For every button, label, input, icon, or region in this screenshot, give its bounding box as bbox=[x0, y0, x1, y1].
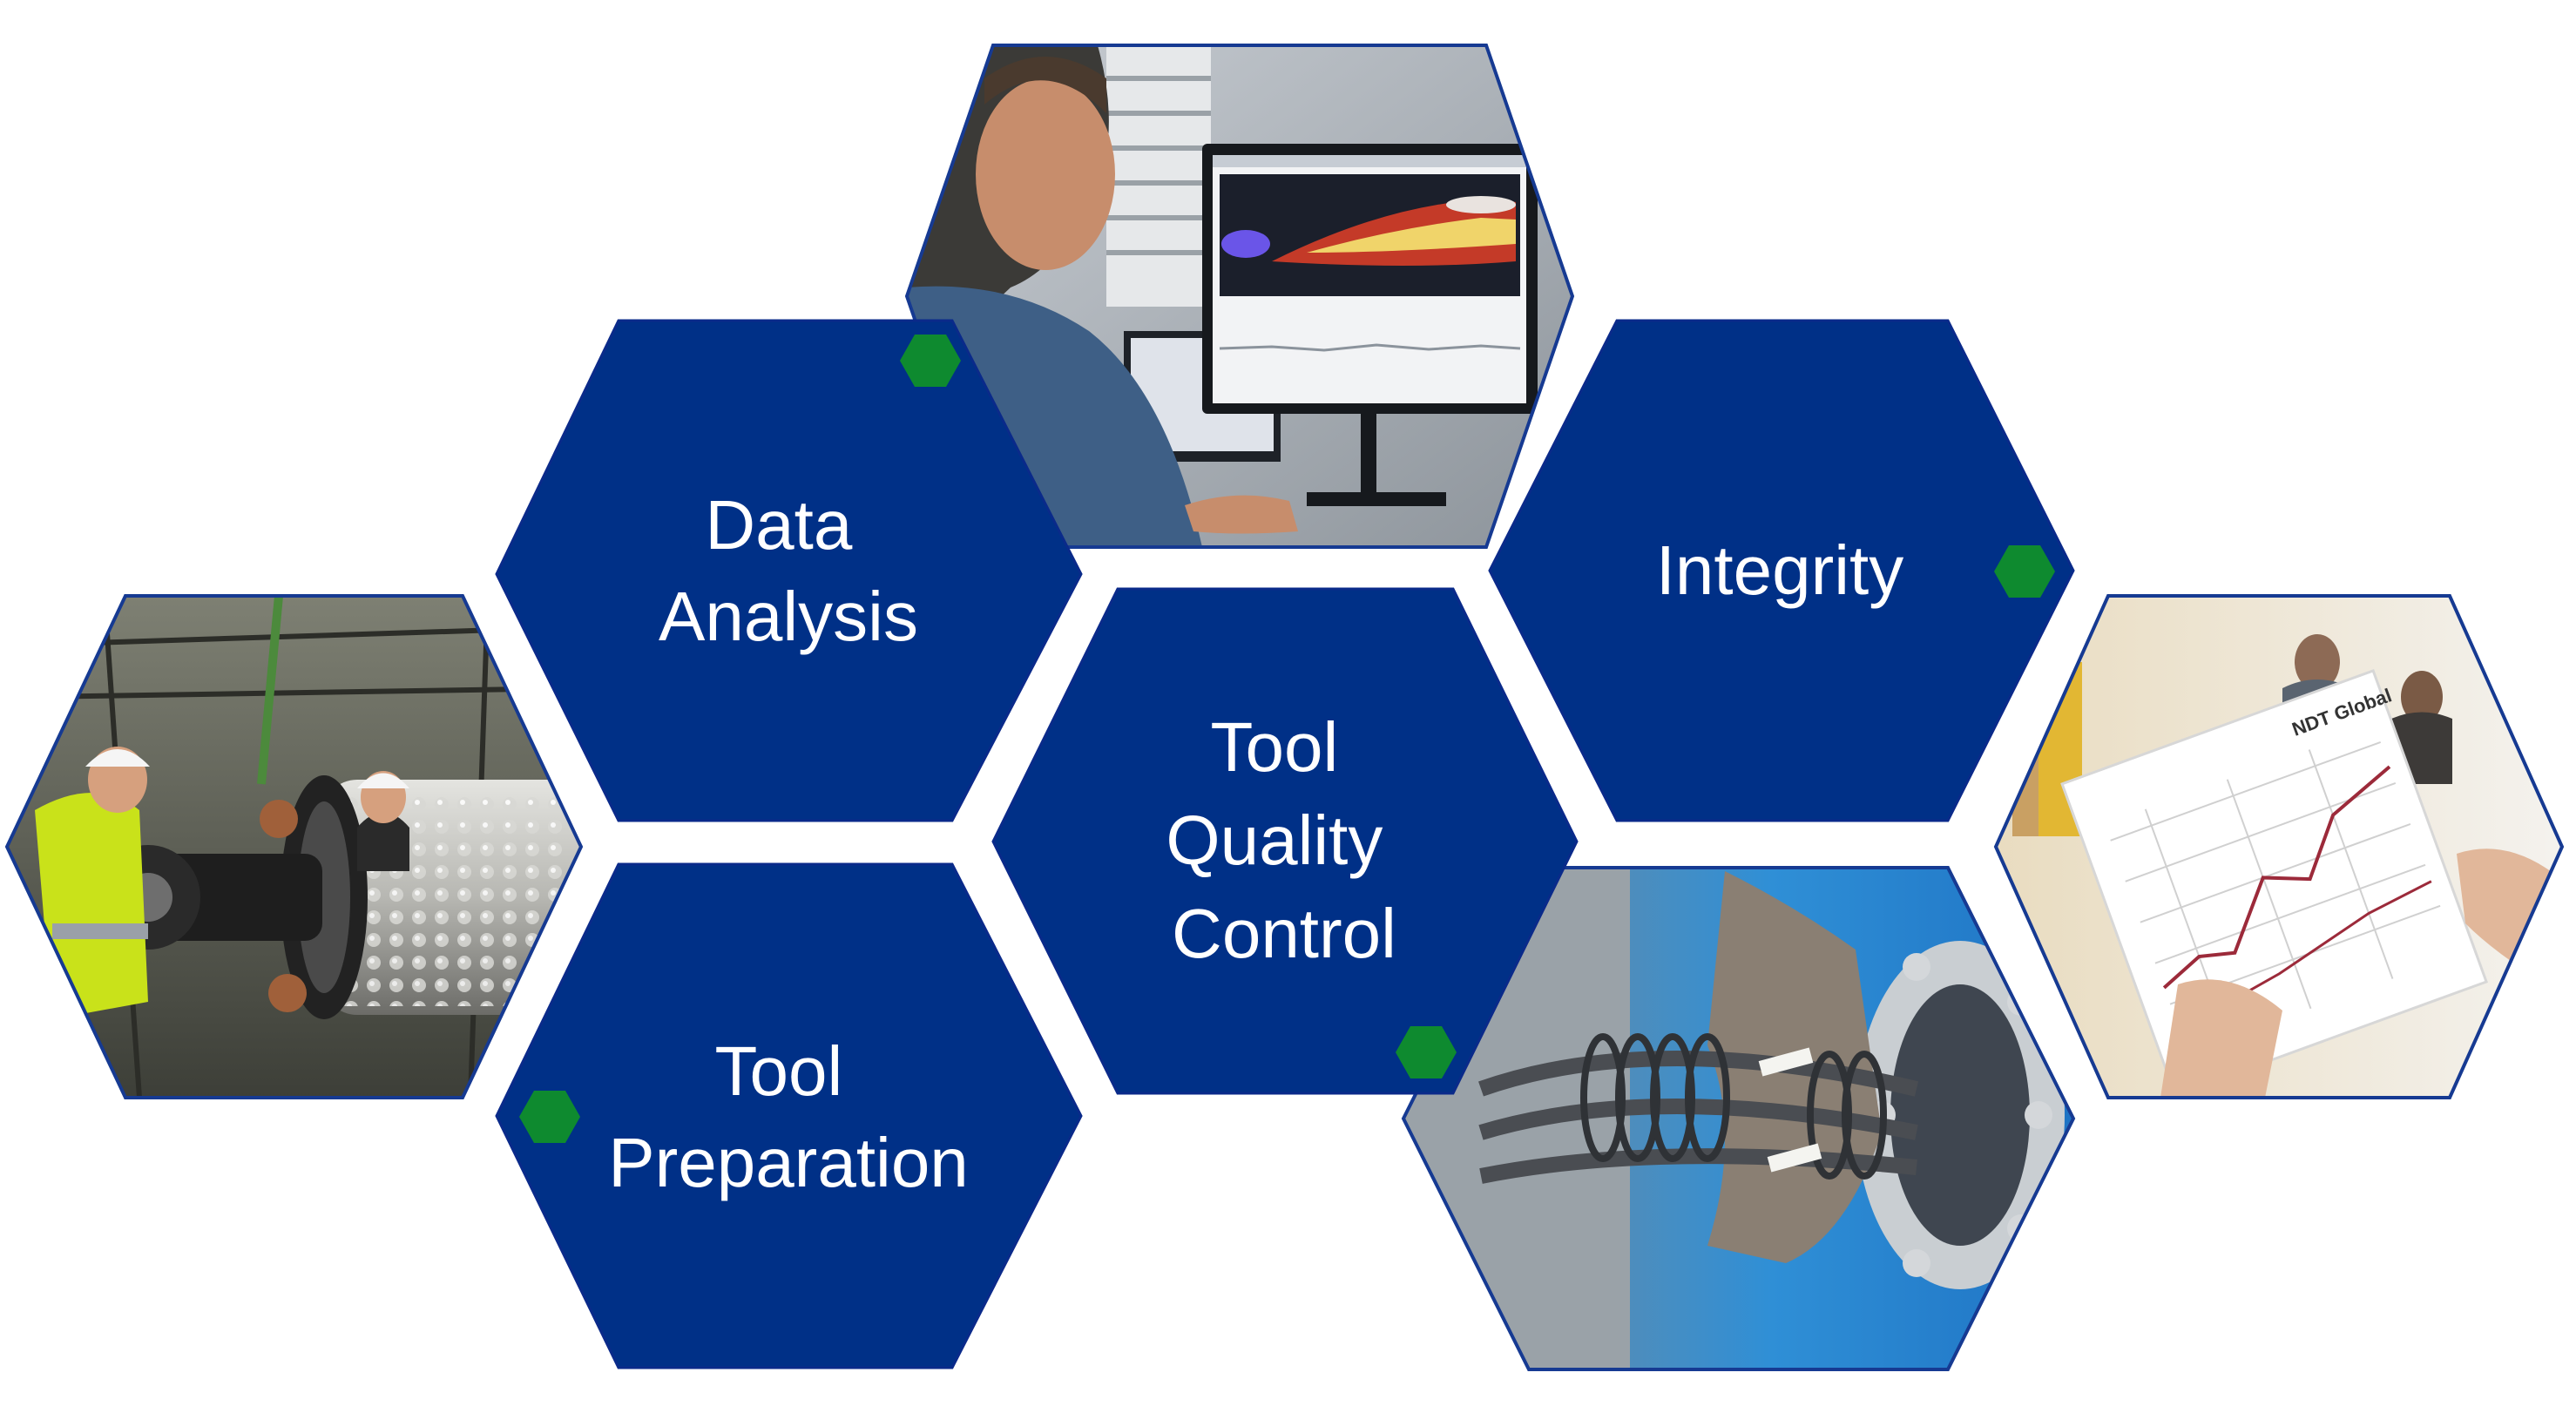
integrity-hex: Integrity bbox=[1488, 319, 2075, 822]
integrity-line-1: Integrity bbox=[1656, 531, 1904, 609]
data-analysis-label: Data Analysis bbox=[659, 486, 918, 655]
integrity-label: Integrity bbox=[1656, 531, 1904, 609]
report-review-photo: NDT Global bbox=[1993, 594, 2565, 1099]
data-analysis-line-1: Data bbox=[705, 486, 852, 564]
green-hex-marker bbox=[900, 335, 961, 387]
green-hex-marker bbox=[1396, 1026, 1457, 1078]
tool-preparation-line-2: Preparation bbox=[608, 1124, 969, 1201]
tool-quality-control-line-3: Control bbox=[1172, 895, 1396, 972]
green-hex-marker bbox=[1994, 545, 2055, 598]
data-analysis-line-2: Analysis bbox=[659, 578, 918, 655]
tool-quality-control-label: Tool Quality Control bbox=[1166, 708, 1402, 972]
data-analysis-hex: Data Analysis bbox=[495, 319, 1083, 822]
tool-preparation-hex: Tool Preparation bbox=[495, 862, 1083, 1369]
tool-quality-control-hex: Tool Quality Control bbox=[991, 587, 1579, 1095]
tool-preparation-label: Tool Preparation bbox=[608, 1032, 969, 1201]
tool-handling-photo bbox=[4, 594, 584, 1099]
green-hex-marker bbox=[519, 1091, 580, 1143]
tool-quality-control-line-2: Quality bbox=[1166, 801, 1383, 879]
tool-quality-control-line-1: Tool bbox=[1211, 708, 1339, 786]
tool-preparation-line-1: Tool bbox=[715, 1032, 843, 1110]
analyst-workstation-photo bbox=[904, 44, 1575, 549]
